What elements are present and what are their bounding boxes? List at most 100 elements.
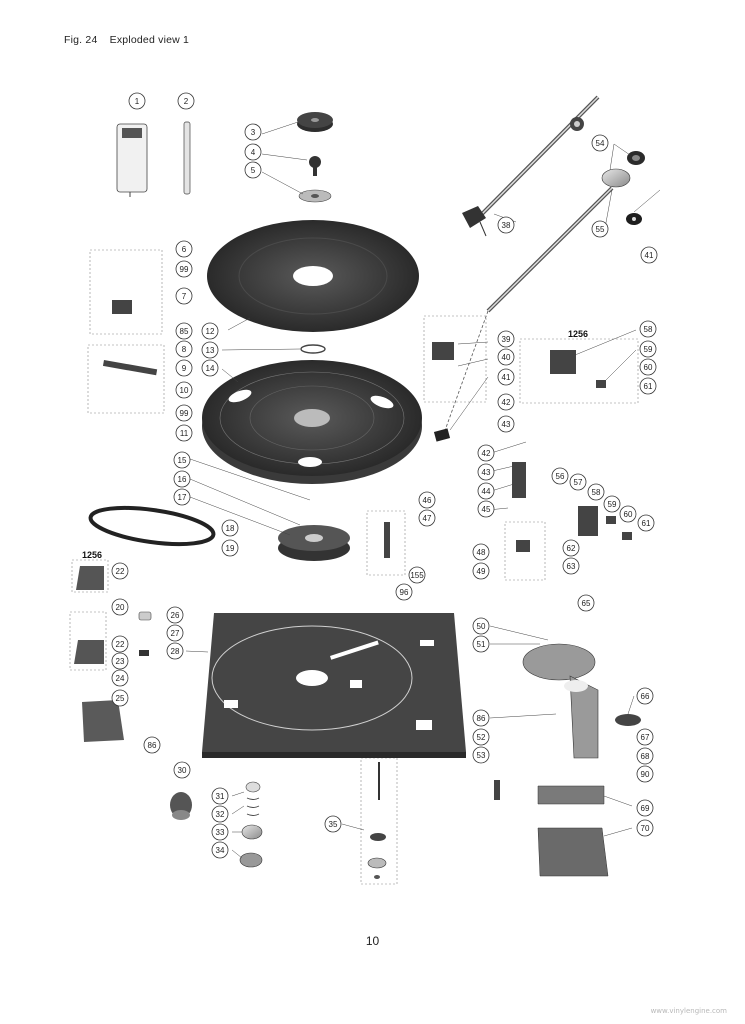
callout-19: 19 xyxy=(221,539,239,557)
callout-3: 3 xyxy=(244,123,262,141)
callout-12: 12 xyxy=(201,322,219,340)
callout-label: 15 xyxy=(178,456,187,465)
callout-67: 67 xyxy=(636,728,654,746)
group-box-lever xyxy=(87,344,165,414)
callout-label: 155 xyxy=(410,571,424,580)
callout-label: 7 xyxy=(182,292,187,301)
callout-58: 58 xyxy=(639,320,657,338)
callout-label: 60 xyxy=(644,363,653,372)
callout-label: 5 xyxy=(251,166,256,175)
callout-label: 22 xyxy=(116,567,125,576)
callout-46: 46 xyxy=(418,491,436,509)
callout-label: 68 xyxy=(641,752,650,761)
callout-label: 10 xyxy=(180,386,189,395)
callout-17: 17 xyxy=(173,488,191,506)
callout-25: 25 xyxy=(111,689,129,707)
callout-49: 49 xyxy=(472,562,490,580)
callout-label: 48 xyxy=(477,548,486,557)
platter xyxy=(202,360,422,484)
callout-68: 68 xyxy=(636,747,654,765)
callout-60: 60 xyxy=(639,358,657,376)
callout-42: 42 xyxy=(477,444,495,462)
turntable-mat xyxy=(207,220,419,332)
callout-label: 22 xyxy=(116,640,125,649)
callout-11: 11 xyxy=(175,424,193,442)
callout-44: 44 xyxy=(477,482,495,500)
callout-label: 59 xyxy=(608,500,617,509)
callout-41: 41 xyxy=(497,368,515,386)
callout-label: 12 xyxy=(206,327,215,336)
callout-60: 60 xyxy=(619,505,637,523)
watermark-text: www.vinylengine.com xyxy=(650,1007,727,1015)
callout-label: 35 xyxy=(329,820,338,829)
leader-lines xyxy=(185,121,661,859)
figure-caption: Fig. 24 Exploded view 1 xyxy=(64,34,198,46)
callout-45: 45 xyxy=(477,500,495,518)
callout-10: 10 xyxy=(175,381,193,399)
group-box-counterweight-1256 xyxy=(519,338,639,404)
callout-label: 13 xyxy=(206,346,215,355)
drive-belt xyxy=(88,505,216,547)
callout-label: 52 xyxy=(477,733,486,742)
callout-label: 57 xyxy=(574,478,583,487)
callout-label: 23 xyxy=(116,657,125,666)
base-plates xyxy=(537,785,609,877)
callout-label: 46 xyxy=(423,496,432,505)
group-label-1256-left: 1256 xyxy=(82,550,102,560)
callout-96: 96 xyxy=(395,583,413,601)
callout-label: 50 xyxy=(477,622,486,631)
callout-31: 31 xyxy=(211,787,229,805)
callout-20: 20 xyxy=(111,598,129,616)
callout-8: 8 xyxy=(175,340,193,358)
callout-label: 58 xyxy=(644,325,653,334)
callout-label: 20 xyxy=(116,603,125,612)
callout-label: 4 xyxy=(251,148,256,157)
callout-label: 58 xyxy=(592,488,601,497)
callout-23: 23 xyxy=(111,652,129,670)
adaptor-part-1 xyxy=(116,123,148,197)
callout-label: 26 xyxy=(171,611,180,620)
callout-label: 70 xyxy=(641,824,650,833)
callout-label: 62 xyxy=(567,544,576,553)
callout-28: 28 xyxy=(166,642,184,660)
callout-48: 48 xyxy=(472,543,490,561)
callout-label: 61 xyxy=(642,519,651,528)
callout-label: 43 xyxy=(482,468,491,477)
callout-label: 8 xyxy=(182,345,187,354)
callout-label: 99 xyxy=(180,409,189,418)
callout-label: 11 xyxy=(180,429,189,438)
callout-label: 59 xyxy=(644,345,653,354)
callout-label: 90 xyxy=(641,770,650,779)
callout-label: 16 xyxy=(178,475,187,484)
callout-41: 41 xyxy=(640,246,658,264)
group-box-label-1256 xyxy=(71,559,109,593)
foot-parts xyxy=(170,781,263,868)
callout-label: 63 xyxy=(567,562,576,571)
spindle-puck xyxy=(297,112,333,203)
arm-bracket xyxy=(522,643,641,759)
callout-label: 18 xyxy=(226,524,235,533)
callout-99: 99 xyxy=(175,260,193,278)
callout-35: 35 xyxy=(324,815,342,833)
callout-59: 59 xyxy=(639,340,657,358)
callout-label: 38 xyxy=(502,221,511,230)
callout-55: 55 xyxy=(591,220,609,238)
callout-label: 9 xyxy=(182,364,187,373)
page-number: 10 xyxy=(365,934,380,948)
spindle-ring xyxy=(300,344,326,354)
callout-label: 85 xyxy=(180,327,189,336)
callout-86: 86 xyxy=(472,709,490,727)
callout-16: 16 xyxy=(173,470,191,488)
callout-39: 39 xyxy=(497,330,515,348)
callout-155: 155 xyxy=(408,566,426,584)
callout-40: 40 xyxy=(497,348,515,366)
callout-2: 2 xyxy=(177,92,195,110)
callout-5: 5 xyxy=(244,161,262,179)
callout-label: 27 xyxy=(171,629,180,638)
callout-label: 86 xyxy=(477,714,486,723)
callout-label: 67 xyxy=(641,733,650,742)
callout-51: 51 xyxy=(472,635,490,653)
callout-42: 42 xyxy=(497,393,515,411)
